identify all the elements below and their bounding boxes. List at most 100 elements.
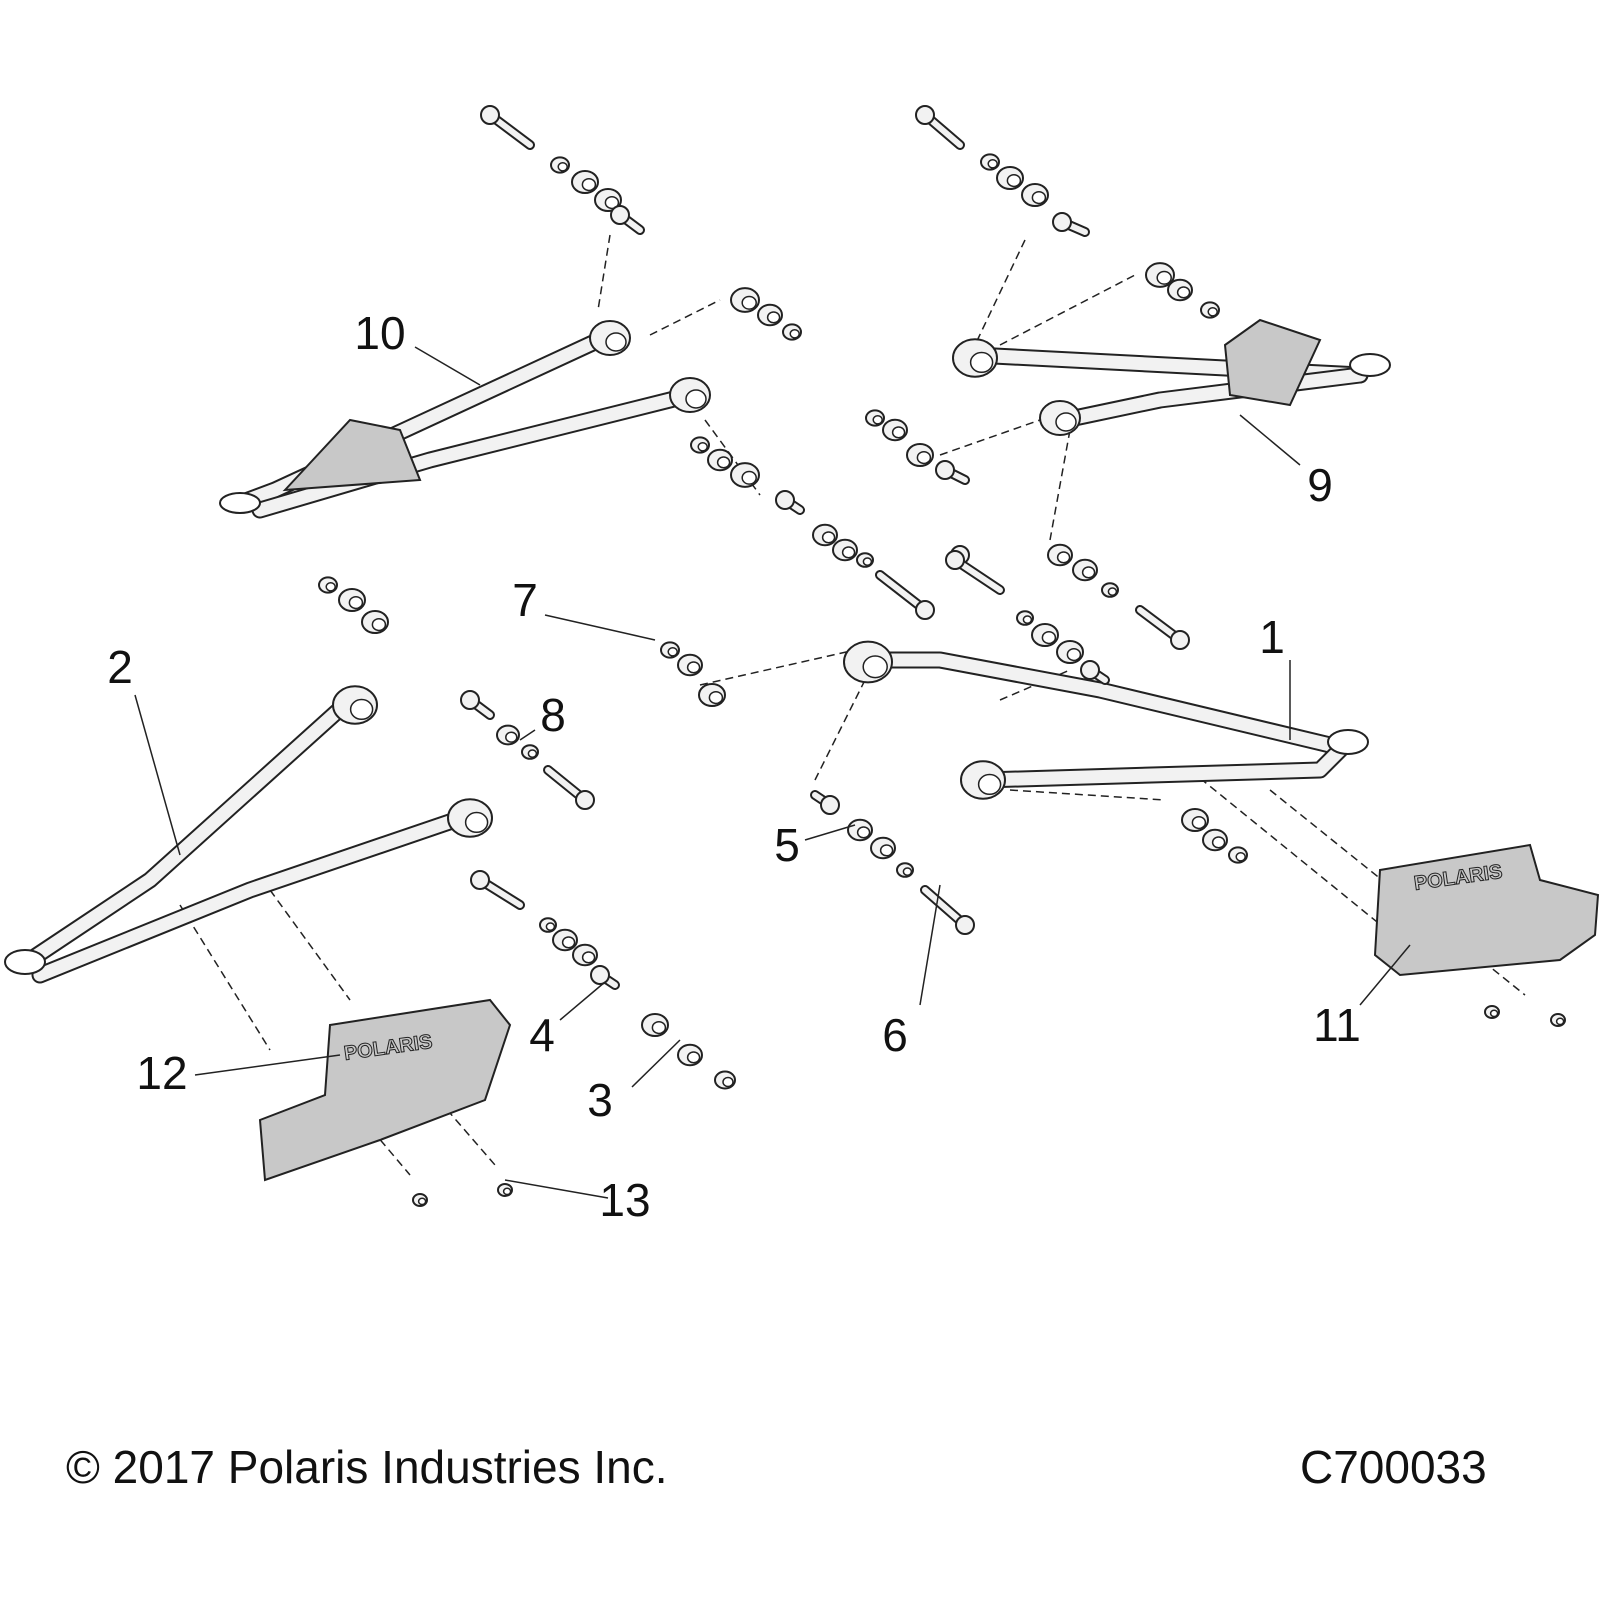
- callout-leader-line: [919, 884, 941, 1006]
- callout-leader-line: [134, 694, 181, 856]
- sleeve-5-head: [820, 795, 840, 815]
- callout-6[interactable]: 6: [882, 1009, 908, 1061]
- sleeve-head: [1080, 660, 1100, 680]
- arm-10-pivot-b-bore: [685, 389, 707, 409]
- bushing-bore: [916, 451, 932, 465]
- bushing-3-bore: [686, 1051, 701, 1064]
- bushing-bore: [1041, 631, 1057, 645]
- arm-10-ball-joint-eye: [219, 492, 261, 514]
- dashed-assembly-line: [814, 679, 866, 781]
- bushing-bore: [708, 691, 724, 705]
- arm-9-shock-mount: [1223, 318, 1322, 407]
- bolt-upper-right-head: [915, 105, 935, 125]
- callout-9[interactable]: 9: [1307, 459, 1333, 511]
- nut-bore: [722, 1076, 734, 1088]
- bushing-bore: [348, 596, 364, 610]
- bushing-bore: [1006, 174, 1022, 188]
- bushing-bore: [766, 311, 781, 324]
- callout-leader-line: [504, 1179, 609, 1199]
- arm-1-ball-joint-eye: [1327, 729, 1369, 755]
- upper-a-arm-10-rear: [253, 388, 697, 517]
- sleeve-head: [1052, 212, 1072, 232]
- bolt-center-2-head: [945, 550, 965, 570]
- dashed-assembly-line: [699, 649, 856, 686]
- lower-a-arm-1-rear: [978, 738, 1352, 787]
- bushing-bore: [651, 1021, 667, 1035]
- dashed-assembly-line: [269, 889, 351, 1001]
- dashed-assembly-line: [1049, 429, 1071, 541]
- washer-bore: [862, 557, 873, 566]
- callout-12[interactable]: 12: [136, 1047, 188, 1099]
- bushing-bore: [604, 196, 620, 210]
- bushing-bore: [371, 618, 387, 632]
- nut-bore: [872, 415, 883, 425]
- arm-9-pivot-a-bore: [969, 351, 994, 374]
- upper-a-arm-10-front: [228, 328, 617, 512]
- bolt-upper-left-head: [480, 105, 500, 125]
- arm-2-pivot-b-bore: [464, 811, 489, 834]
- washer-bore: [902, 867, 913, 876]
- callout-5[interactable]: 5: [774, 819, 800, 871]
- bushing-bore: [561, 936, 576, 949]
- bushing-bore: [716, 456, 731, 469]
- screw-13-bore: [417, 1197, 427, 1206]
- dashed-assembly-line: [597, 234, 611, 311]
- bushing-bore: [891, 426, 906, 439]
- arm-2-ball-joint-eye: [4, 949, 46, 975]
- dashed-assembly-line: [974, 239, 1026, 346]
- callout-leader-line: [804, 824, 856, 841]
- bushing-bore: [841, 546, 856, 559]
- bushing-5-bore: [856, 826, 871, 839]
- washer-bore: [557, 162, 568, 172]
- callout-13[interactable]: 13: [599, 1174, 651, 1226]
- bushing-bore: [1031, 191, 1047, 205]
- sleeve-head: [610, 205, 630, 225]
- arm-9-pivot-b-bore: [1055, 412, 1077, 432]
- lower-a-arm-2-front: [23, 693, 357, 967]
- dashed-assembly-line: [999, 274, 1136, 346]
- lower-a-arm-1-front: [863, 653, 1337, 752]
- screw-11-bore: [1489, 1009, 1499, 1018]
- bushing-bore: [581, 951, 596, 964]
- callout-7[interactable]: 7: [512, 574, 538, 626]
- dashed-assembly-line: [939, 419, 1041, 456]
- bushing-bore: [879, 844, 894, 857]
- callout-11[interactable]: 11: [1313, 999, 1361, 1051]
- nut-bore: [1207, 307, 1218, 317]
- nut-bore: [697, 442, 708, 452]
- washer-bore: [545, 922, 556, 931]
- callout-2[interactable]: 2: [107, 641, 133, 693]
- skid-plate-11: [1373, 843, 1600, 977]
- bolt-right-head: [1170, 630, 1190, 650]
- callout-1[interactable]: 1: [1259, 611, 1285, 663]
- bushing-bore: [1211, 836, 1226, 849]
- screw-13b-bore: [502, 1187, 512, 1196]
- bolt-4-head: [470, 870, 490, 890]
- sleeve-4-head: [590, 965, 610, 985]
- bolt-6-head: [955, 915, 975, 935]
- callout-leader-line: [544, 614, 656, 641]
- bolt-8-head: [575, 790, 595, 810]
- callout-leader-line: [414, 346, 481, 386]
- bushing-bore: [741, 295, 757, 310]
- bushing-bore: [1156, 270, 1172, 285]
- lower-a-arm-2-rear: [33, 808, 477, 982]
- nut-bore: [789, 329, 800, 339]
- dashed-assembly-line: [1009, 789, 1166, 801]
- callout-8[interactable]: 8: [540, 689, 566, 741]
- callout-4[interactable]: 4: [529, 1009, 555, 1061]
- arm-10-pivot-a-bore: [605, 332, 627, 352]
- callout-3[interactable]: 3: [587, 1074, 613, 1126]
- callout-leader-line: [559, 981, 606, 1021]
- bushing-bore: [1176, 286, 1191, 299]
- washer-8-bore: [527, 749, 538, 758]
- callout-leader-line: [519, 729, 536, 741]
- diagram-code: C700033: [1300, 1441, 1487, 1493]
- bushing-bore: [821, 531, 836, 544]
- bushing-bore: [686, 661, 701, 674]
- callout-10[interactable]: 10: [354, 307, 406, 359]
- callout-leader-line: [1359, 944, 1411, 1006]
- dashed-assembly-line: [179, 904, 271, 1051]
